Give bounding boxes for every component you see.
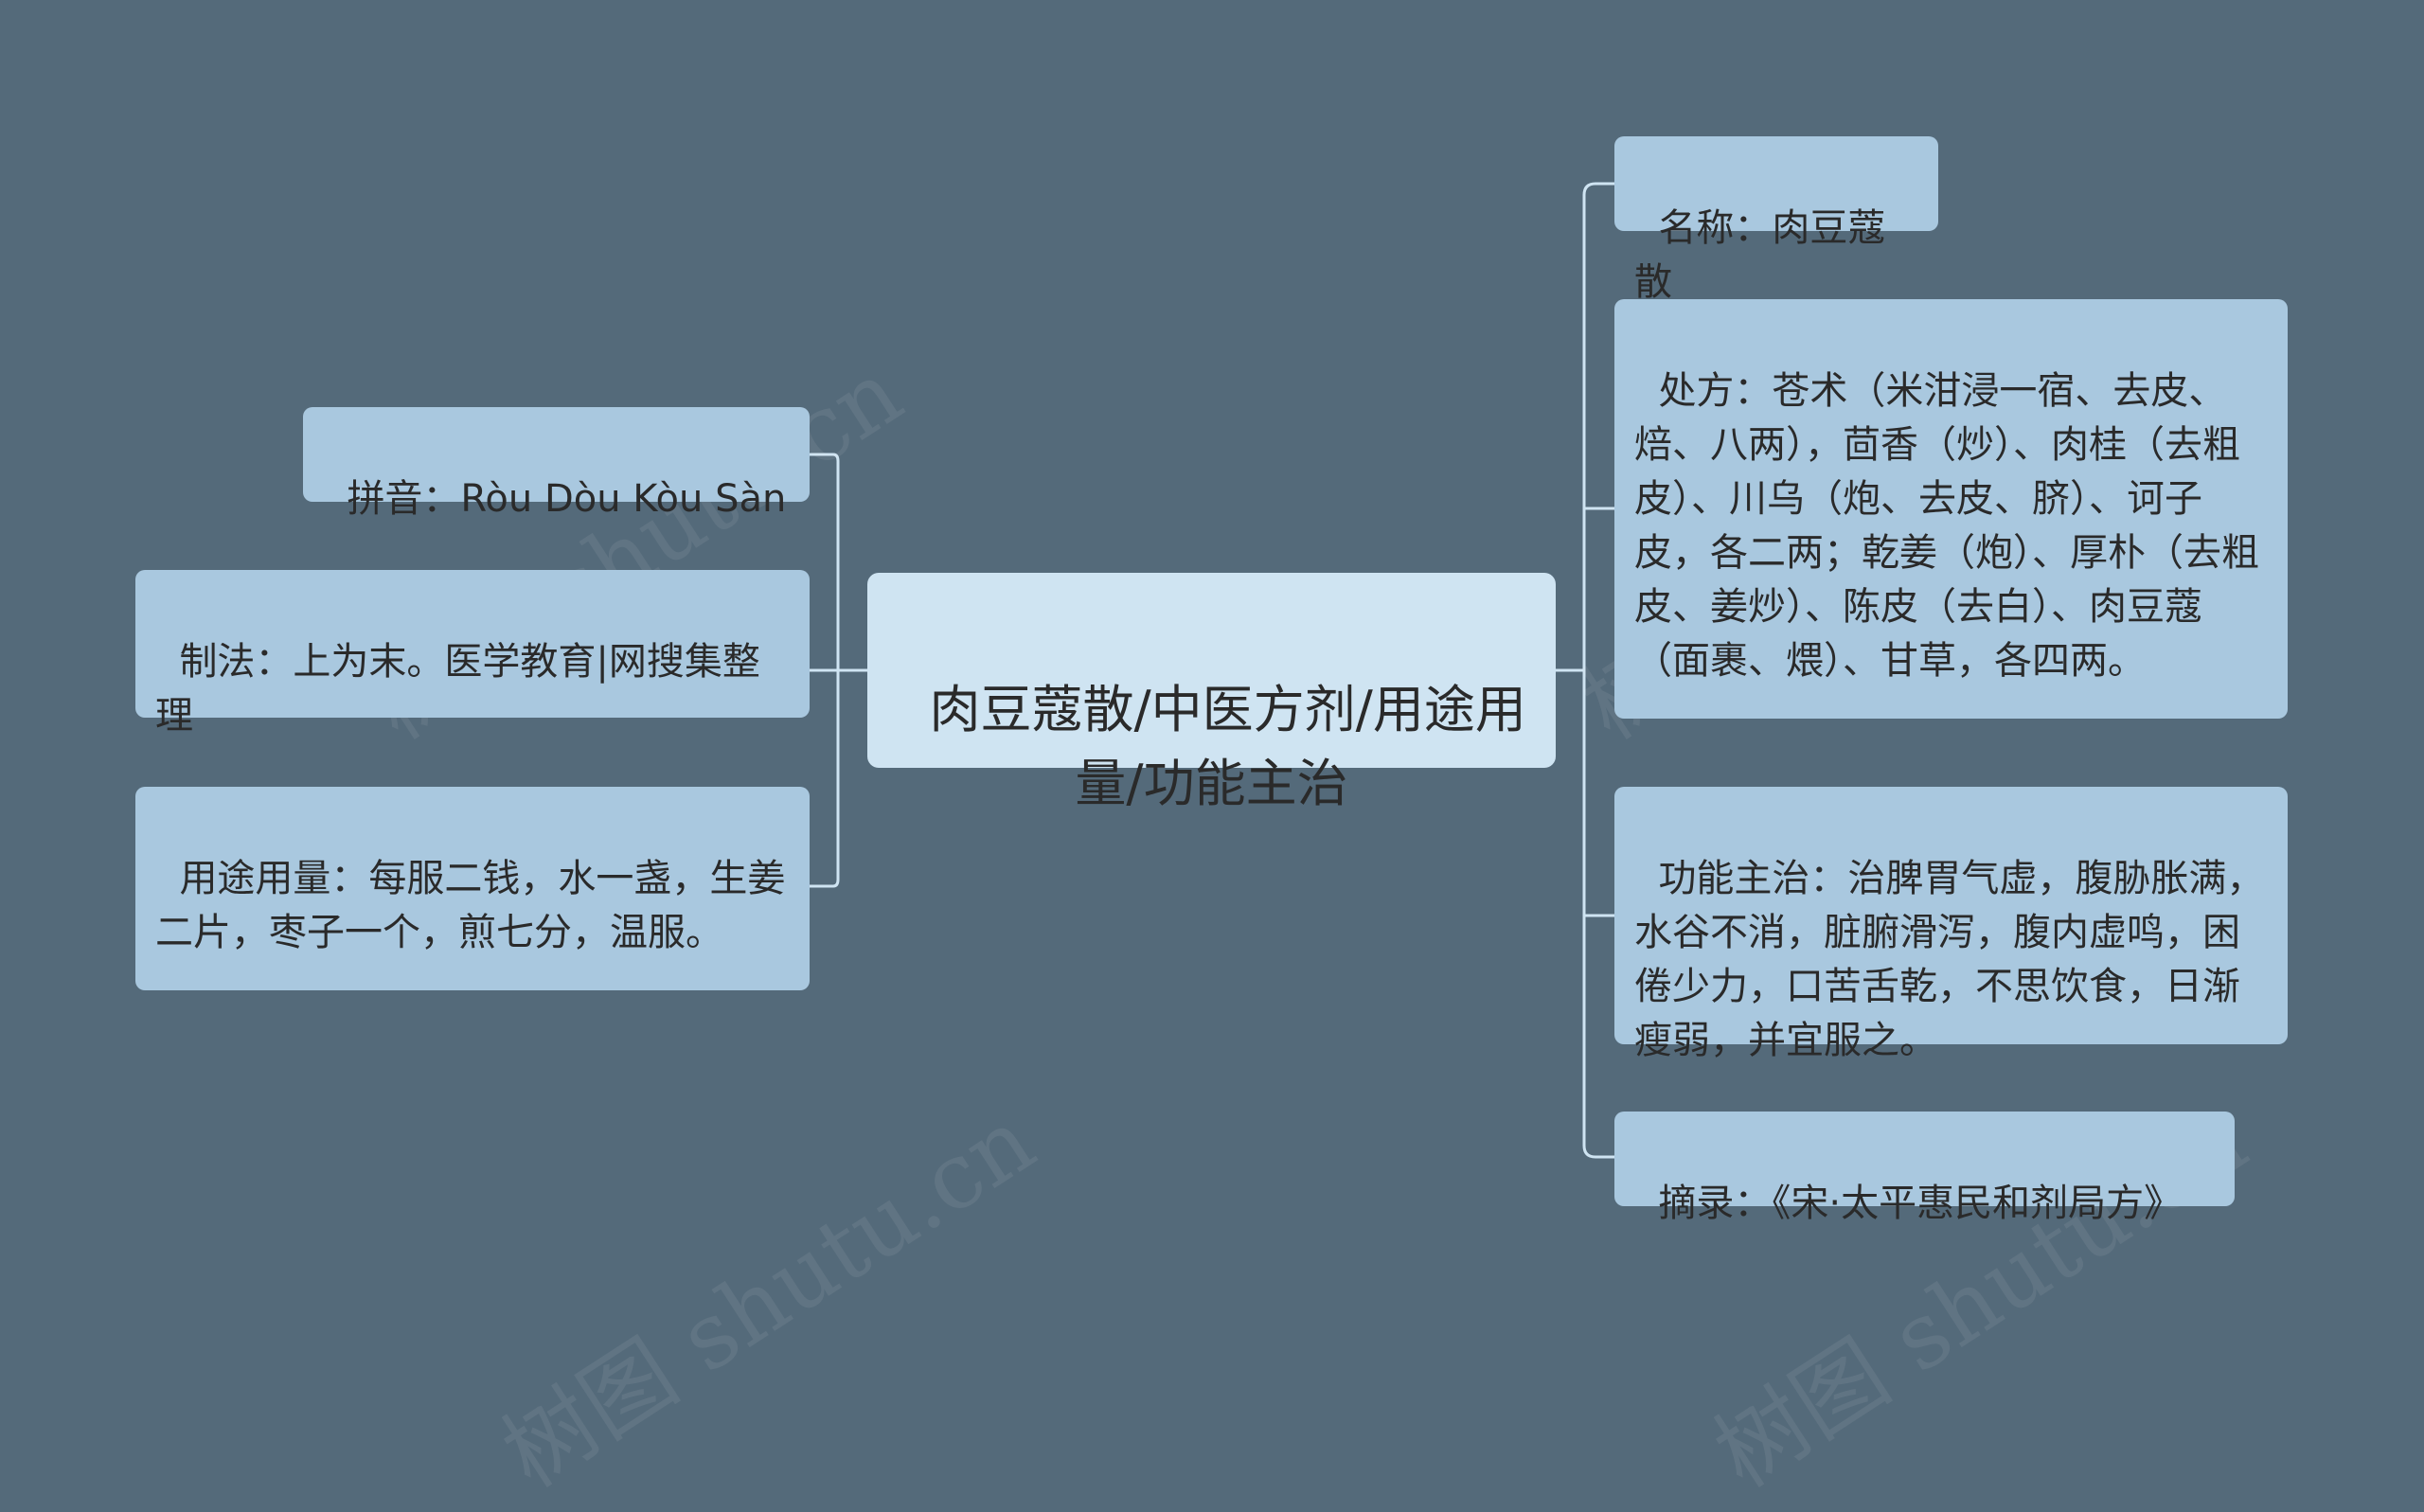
branch-node-text: 名称：肉豆蔻散 (1634, 206, 1886, 304)
branch-node-text: 用途用量：每服二钱，水一盏，生姜二片，枣子一个，煎七分，温服。 (155, 857, 786, 954)
branch-node-chufang[interactable]: 处方：苍术（米泔浸一宿、去皮、焙、八两），茴香（炒）、肉桂（去粗皮）、川乌（炮、… (1614, 299, 2288, 719)
branch-node-text: 摘录：《宋·太平惠民和剂局方》 (1658, 1182, 2183, 1225)
branch-node-pinyin[interactable]: 拼音：Ròu Dòu Kòu Sàn (303, 407, 810, 521)
branch-node-text: 处方：苍术（米泔浸一宿、去皮、焙、八两），茴香（炒）、肉桂（去粗皮）、川乌（炮、… (1634, 369, 2259, 683)
branch-node-text: 拼音：Ròu Dòu Kòu Sàn (347, 477, 787, 521)
branch-node-text: 功能主治：治脾胃气虚，腹胁胀满，水谷不消，脏腑滑泻，腹内虚鸣，困倦少力，口苦舌乾… (1634, 857, 2265, 1062)
branch-node-gongneng-zhuzhi[interactable]: 功能主治：治脾胃气虚，腹胁胀满，水谷不消，脏腑滑泻，腹内虚鸣，困倦少力，口苦舌乾… (1614, 787, 2288, 1062)
branch-node-yongtu-yongliang[interactable]: 用途用量：每服二钱，水一盏，生姜二片，枣子一个，煎七分，温服。 (135, 787, 810, 990)
connector-right-main (1582, 182, 1614, 1159)
branch-node-text: 制法：上为末。医学教育|网搜集整理 (155, 640, 760, 738)
branch-node-zhailu[interactable]: 摘录：《宋·太平惠民和剂局方》 (1614, 1112, 2235, 1225)
branch-node-zhifa[interactable]: 制法：上为末。医学教育|网搜集整理 (135, 570, 810, 738)
branch-node-mingcheng[interactable]: 名称：肉豆蔻散 (1614, 136, 1938, 304)
central-topic-title: 肉豆蔻散/中医方剂/用途用量/功能主治 (929, 680, 1526, 813)
connector-lines (810, 182, 1614, 1159)
central-topic-node[interactable]: 肉豆蔻散/中医方剂/用途用量/功能主治 (867, 573, 1556, 813)
